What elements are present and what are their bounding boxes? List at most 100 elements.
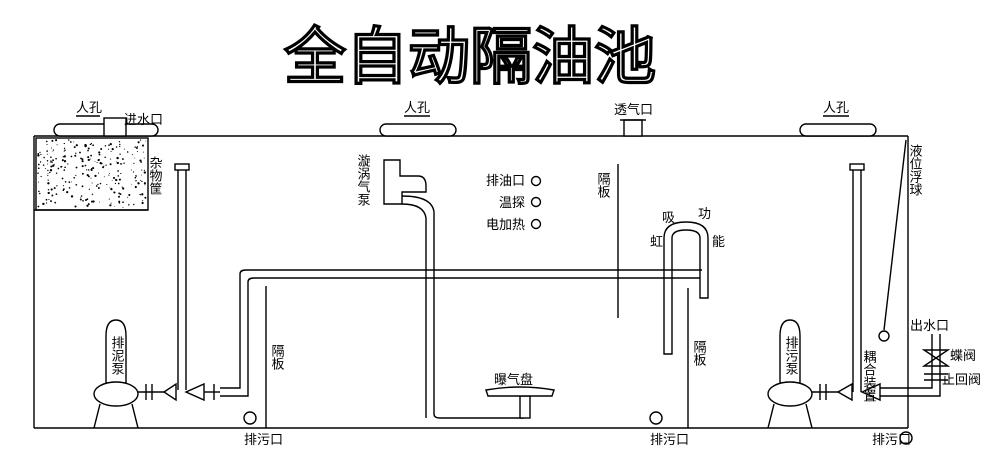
- speckle-dot: [94, 174, 97, 178]
- speckle-dot: [133, 203, 135, 206]
- speckle-dot: [42, 164, 45, 166]
- speckle-dot: [131, 154, 133, 156]
- speckle-dot: [140, 161, 142, 163]
- speckle-dot: [141, 174, 143, 176]
- speckle-dot: [68, 181, 71, 183]
- speckle-dot: [90, 158, 92, 160]
- level-float-cable: [883, 139, 907, 331]
- speckle-dot: [57, 167, 60, 170]
- sewage-pump: [767, 319, 813, 429]
- speckle-dot: [118, 195, 120, 198]
- speckle-dot: [37, 163, 40, 166]
- speckle-dot: [121, 186, 123, 188]
- speckle-dot: [47, 182, 50, 185]
- coupling-label: 耦合装置: [861, 350, 877, 402]
- speckle-dot: [100, 148, 103, 150]
- speckle-dot: [50, 156, 52, 158]
- speckle-dot: [63, 169, 66, 171]
- speckle-dot: [99, 182, 102, 185]
- speckle-dot: [61, 166, 63, 167]
- speckle-dot: [52, 164, 55, 167]
- speckle-dot: [75, 166, 78, 169]
- speckle-dot: [139, 179, 142, 182]
- speckle-dot: [62, 188, 65, 191]
- speckle-dot: [49, 161, 51, 163]
- speckle-dot: [88, 188, 91, 190]
- siphon-label-3: 虹: [650, 235, 663, 250]
- speckle-dot: [89, 144, 91, 145]
- manhole-2-label: 人孔: [404, 101, 430, 116]
- speckle-dot: [92, 144, 94, 147]
- sewage-pump-label: 排污泵: [783, 336, 799, 375]
- drain-port-1: [243, 411, 257, 425]
- speckle-dot: [97, 183, 99, 186]
- speckle-dot: [50, 200, 52, 203]
- speckle-dot: [135, 175, 137, 177]
- speckle-dot: [79, 198, 82, 201]
- manhole-3-label: 人孔: [823, 101, 849, 116]
- speckle-dot: [135, 179, 137, 182]
- speckle-dot: [143, 171, 146, 174]
- speckle-dot: [132, 171, 135, 173]
- drain-port-3: [899, 431, 913, 445]
- speckle-dot: [63, 147, 66, 149]
- speckle-dot: [73, 141, 75, 143]
- siphon: [663, 221, 709, 355]
- diagram-title: 全自动隔油池: [283, 20, 656, 93]
- speckle-dot: [74, 205, 77, 208]
- speckle-dot: [134, 176, 137, 179]
- speckle-dot: [63, 155, 66, 158]
- speckle-dot: [88, 169, 90, 171]
- level-float-label: 液位浮球: [907, 144, 923, 196]
- speckle-dot: [86, 169, 88, 171]
- speckle-dot: [92, 167, 95, 170]
- speckle-dot: [47, 169, 49, 172]
- speckle-dot: [40, 153, 42, 156]
- speckle-dot: [47, 174, 49, 176]
- speckle-dot: [139, 193, 141, 196]
- speckle-dot: [145, 140, 147, 142]
- speckle-dot: [135, 147, 138, 149]
- speckle-dot: [81, 185, 84, 188]
- speckle-dot: [91, 182, 93, 184]
- speckle-dot: [39, 193, 41, 195]
- speckle-dot: [122, 201, 124, 204]
- temp-probe-port: [530, 196, 542, 208]
- vortex-pump-label: 漩涡气泵: [355, 154, 371, 206]
- speckle-dot: [118, 192, 120, 194]
- speckle-dot: [137, 141, 140, 144]
- speckle-dot: [111, 148, 114, 151]
- speckle-dot: [111, 180, 113, 181]
- speckle-dot: [63, 150, 65, 152]
- speckle-dot: [104, 145, 107, 147]
- speckle-dot: [113, 191, 116, 194]
- speckle-dot: [43, 156, 45, 159]
- speckle-dot: [144, 184, 146, 186]
- speckle-dot: [123, 162, 125, 164]
- speckle-dot: [103, 165, 105, 167]
- speckle-dot: [37, 154, 40, 157]
- speckle-dot: [109, 142, 112, 146]
- speckle-dot: [64, 149, 66, 151]
- partition-mid-label: 隔板: [691, 340, 707, 367]
- speckle-dot: [103, 176, 105, 178]
- speckle-dot: [84, 143, 87, 147]
- speckle-dot: [68, 187, 71, 189]
- speckle-dot: [50, 165, 53, 168]
- speckle-dot: [37, 181, 39, 183]
- siphon-label-1: 吸: [662, 211, 675, 226]
- speckle-dot: [79, 151, 81, 154]
- drain-port-2: [649, 411, 663, 425]
- speckle-dot: [87, 158, 90, 162]
- speckle-dot: [114, 182, 117, 185]
- speckle-dot: [108, 144, 110, 146]
- speckle-dot: [47, 191, 50, 195]
- speckle-dot: [44, 168, 46, 169]
- speckle-dot: [118, 141, 121, 143]
- oil-outlet-port: [530, 175, 542, 187]
- speckle-dot: [141, 169, 143, 171]
- speckle-dot: [110, 158, 112, 160]
- sludge-pump: [93, 319, 139, 429]
- speckle-dot: [110, 187, 113, 191]
- speckle-dot: [144, 196, 147, 199]
